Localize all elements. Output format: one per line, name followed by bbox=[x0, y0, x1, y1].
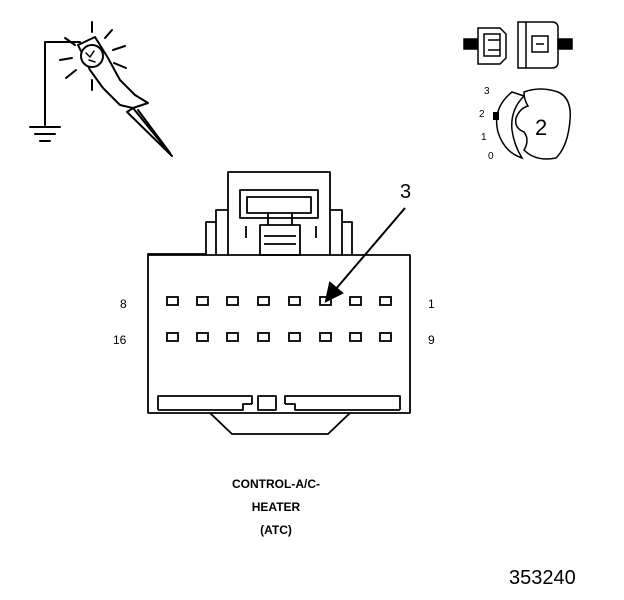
pin-label-top-left: 8 bbox=[120, 297, 127, 311]
pin-cavity bbox=[349, 332, 362, 342]
pin-cavity bbox=[379, 296, 392, 306]
pin-cavity bbox=[379, 332, 392, 342]
pin-cavity bbox=[349, 296, 362, 306]
selector-setting: 2 bbox=[535, 115, 548, 140]
pin-cavity bbox=[288, 296, 301, 306]
selector-position-1: 1 bbox=[481, 132, 487, 143]
pin-row-bottom bbox=[166, 332, 392, 342]
connector-title-line-1: CONTROL-A/C- bbox=[232, 477, 320, 491]
connector-side-view-icon bbox=[463, 21, 573, 69]
pin-cavity bbox=[319, 332, 332, 342]
callout-number: 3 bbox=[400, 181, 412, 203]
connector-body bbox=[147, 171, 411, 435]
pin-cavity bbox=[196, 296, 209, 306]
pin-row-top bbox=[166, 296, 392, 306]
rotary-selector-icon bbox=[493, 88, 571, 160]
figure-number: 353240 bbox=[509, 567, 576, 589]
pin-label-top-right: 1 bbox=[428, 297, 435, 311]
pin-cavity bbox=[288, 332, 301, 342]
callout-arrow bbox=[324, 207, 406, 303]
pin-label-bottom-right: 9 bbox=[428, 333, 435, 347]
pin-cavity bbox=[196, 332, 209, 342]
pin-cavity bbox=[166, 332, 179, 342]
pin-cavity bbox=[319, 296, 332, 306]
selector-position-0: 0 bbox=[488, 151, 494, 162]
connector-title-line-3: (ATC) bbox=[260, 523, 292, 537]
selector-position-3: 3 bbox=[484, 86, 490, 97]
pin-cavity bbox=[257, 296, 270, 306]
pin-label-bottom-left: 16 bbox=[113, 333, 127, 347]
ground-symbol-icon bbox=[29, 126, 61, 142]
pin-cavity bbox=[226, 296, 239, 306]
selector-position-2: 2 bbox=[479, 109, 485, 120]
test-light-probe-icon bbox=[29, 21, 173, 157]
pin-cavity bbox=[166, 296, 179, 306]
pin-cavity bbox=[257, 332, 270, 342]
pin-cavity bbox=[226, 332, 239, 342]
connector-title-line-2: HEATER bbox=[251, 500, 301, 514]
